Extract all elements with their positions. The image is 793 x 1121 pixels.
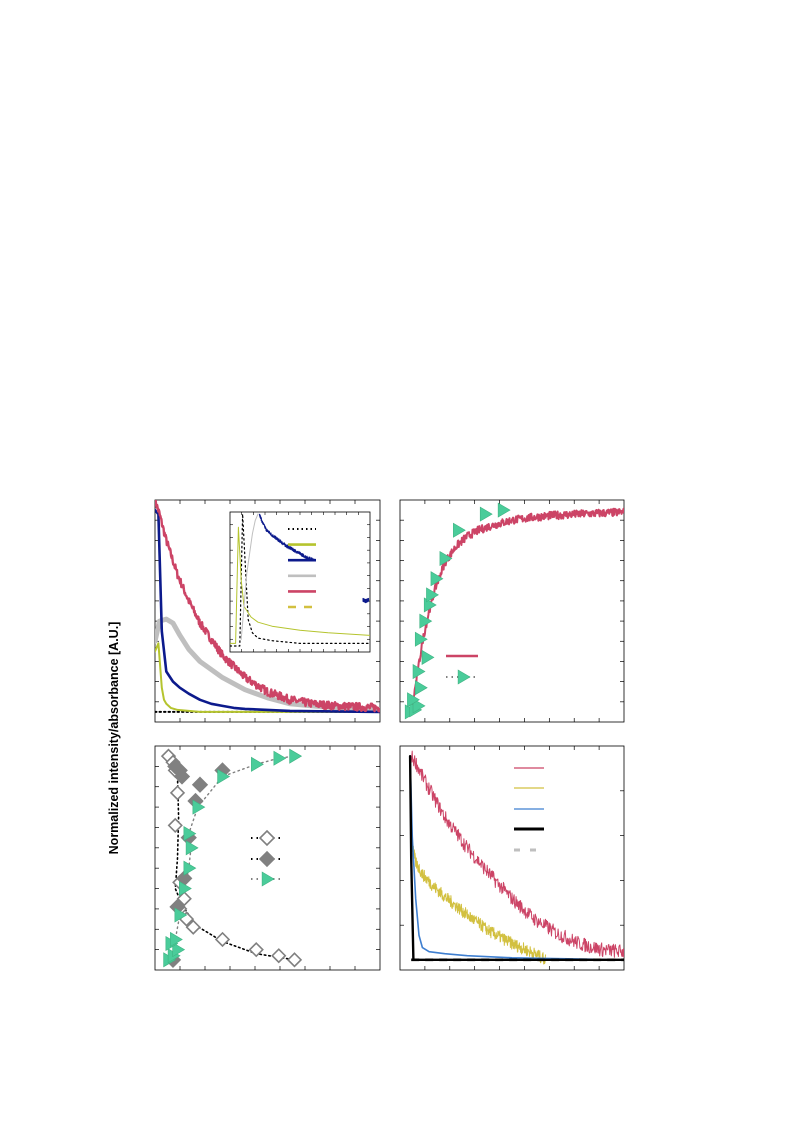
bottom-left-filled-diamond-point <box>191 776 209 793</box>
panel-top-left <box>154 499 381 723</box>
bottom-left-triangle-point <box>289 748 303 764</box>
bottom-left-open-diamond-point <box>167 817 183 834</box>
inset-series-dotted <box>230 513 370 647</box>
top-right-triangle-point <box>419 613 433 629</box>
panel-bottom-left <box>154 745 381 971</box>
bottom-left-open-diamond-point <box>176 891 192 907</box>
bottom-left-triangle-point <box>217 769 231 785</box>
panel-top-right <box>399 499 625 723</box>
top-right-triangle-point <box>407 692 420 708</box>
bottom-left-triangle-point <box>185 840 199 856</box>
top-right-triangle-point <box>412 664 426 680</box>
inset-series-navy <box>258 513 315 562</box>
top-right-triangle-point <box>453 522 466 538</box>
bottom-left-open-diamond-point <box>169 785 186 801</box>
bottom-right-series-crimson <box>410 750 624 958</box>
top-left-frame <box>154 499 381 723</box>
bottom-left-filled-diamond-point <box>167 758 184 775</box>
top-right-triangle-point <box>426 587 439 603</box>
bottom-right-frame <box>399 745 625 971</box>
bottom-left-open-diamond-point <box>248 942 264 958</box>
top-left-series-olive <box>155 642 380 713</box>
inset-series-olive <box>230 526 370 644</box>
bottom-left-triangle-point <box>172 942 186 958</box>
bottom-left-connector-dotted <box>167 755 296 961</box>
top-right-triangle-point <box>414 680 428 696</box>
bottom-left-triangle-point <box>273 750 287 766</box>
bottom-left-triangle-point <box>174 907 188 923</box>
y-axis-label: Normalized intensity/absorbance [A.U.] <box>107 621 121 855</box>
bottom-left-triangle-point <box>192 799 206 815</box>
bottom-left-triangle-point <box>170 931 183 947</box>
bottom-left-legend-diamond <box>258 829 276 847</box>
top-right-frame <box>399 499 625 723</box>
bottom-left-open-diamond-point <box>286 952 303 968</box>
bottom-left-frame <box>154 745 381 971</box>
top-right-triangle-point <box>412 698 426 714</box>
bottom-right-series-black <box>408 755 624 961</box>
bottom-left-open-diamond-point <box>214 931 231 948</box>
top-right-legend-triangle <box>457 669 471 685</box>
top-right-triangle-point <box>414 631 428 647</box>
bottom-left-open-diamond-point <box>271 948 287 964</box>
bottom-left-triangle-point <box>251 756 264 772</box>
bottom-left-legend-triangle <box>261 871 275 887</box>
bottom-left-connector-grey <box>167 755 296 961</box>
top-right-triangle-point <box>421 649 435 665</box>
bottom-left-open-diamond-point <box>185 919 201 935</box>
top-right-series-crimson <box>410 507 624 710</box>
inset-frame <box>229 511 371 653</box>
bottom-right-series-mustard <box>410 841 547 965</box>
panel-bottom-right <box>399 745 625 971</box>
bottom-left-triangle-point <box>183 860 197 876</box>
bottom-left-triangle-point <box>183 826 197 842</box>
top-left-series-crimson <box>155 500 380 713</box>
inset-series-grey <box>240 513 259 640</box>
top-right-triangle-point <box>497 502 511 518</box>
top-right-triangle-point <box>439 551 453 567</box>
top-right-triangle-point <box>430 571 444 587</box>
top-right-triangle-point <box>479 506 493 522</box>
bottom-left-legend-diamond <box>258 850 276 868</box>
bottom-right-series-blue <box>409 755 624 961</box>
inset-series-navy-segment <box>362 597 370 604</box>
bottom-left-triangle-point <box>179 881 192 897</box>
top-left-series-navy <box>155 508 380 714</box>
